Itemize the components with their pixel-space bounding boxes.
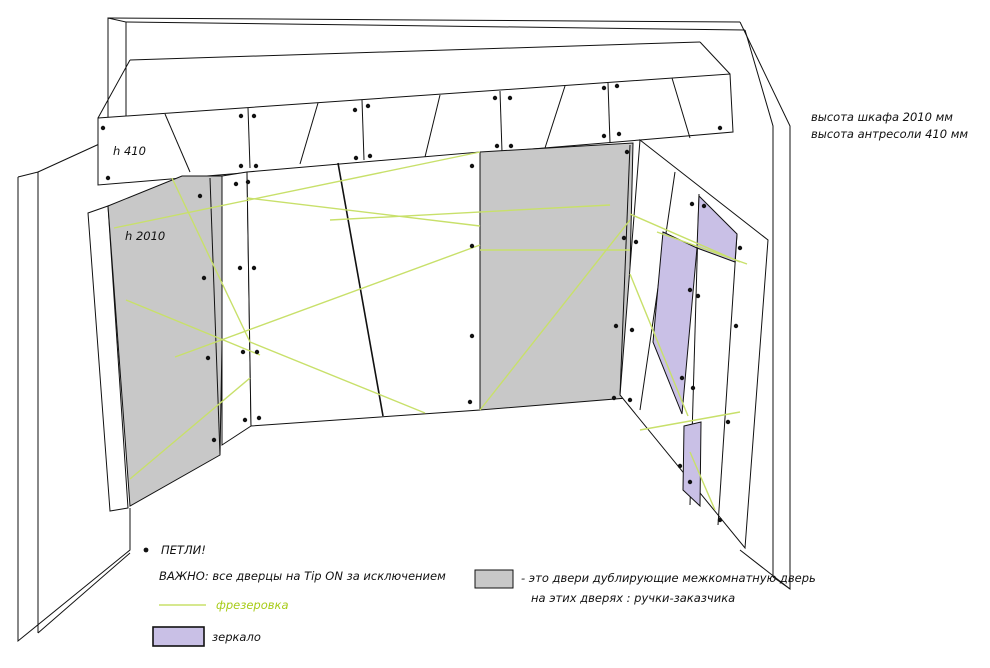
legend: ПЕТЛИ! ВАЖНО: все дверцы на Tip ON за ис…: [143, 543, 816, 647]
gray-door-center: [479, 142, 634, 411]
legend-hinges: ПЕТЛИ!: [161, 543, 206, 557]
hinge-legend-dot: [143, 547, 149, 553]
legend-duplicate-doors-1: - это двери дублирующие межкомнатную две…: [521, 571, 816, 585]
mirror-panel-3: [682, 421, 702, 508]
main-height-label: h 2010: [125, 229, 165, 243]
milling-lines: [113, 151, 748, 511]
mirror-swatch: [152, 626, 205, 647]
cabinet-height-note: высота шкафа 2010 мм: [811, 110, 953, 124]
mezzanine-height-note: высота антресоли 410 мм: [811, 127, 968, 141]
legend-duplicate-doors-2: на этих дверях : ручки-заказчика: [531, 591, 735, 605]
mezzanine: [97, 41, 734, 186]
room-shell: [17, 17, 791, 643]
legend-milling: фрезеровка: [216, 598, 289, 612]
mirror-panel-2: [696, 194, 738, 263]
legend-mirror: зеркало: [212, 630, 261, 644]
gray-door-swatch: [474, 569, 514, 589]
left-panel: [87, 175, 226, 512]
legend-important: ВАЖНО: все дверцы на Tip ON за исключени…: [159, 569, 446, 583]
hinge-dots: [100, 83, 743, 523]
right-section: [619, 139, 769, 550]
mezzanine-height-label: h 410: [113, 144, 146, 158]
